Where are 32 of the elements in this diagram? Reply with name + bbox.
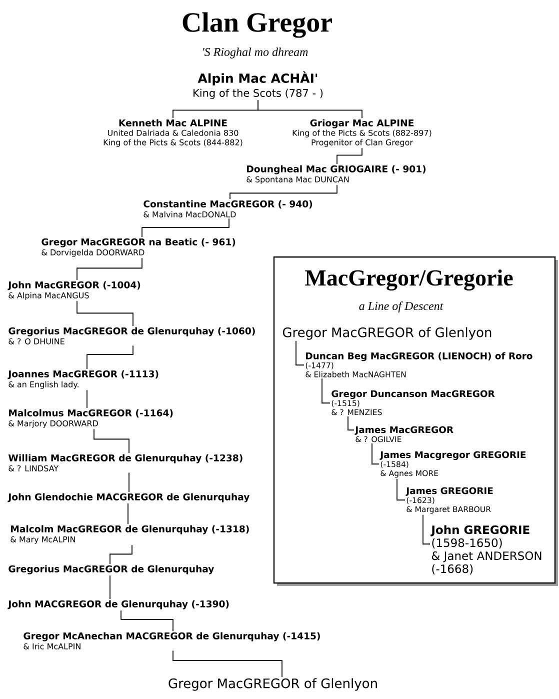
connector-line (94, 428, 130, 454)
person-entry: John MACGREGOR de Glenurquhay (-1390) (8, 600, 229, 610)
person-entry: William MacGREGOR de Glenurquhay (-1238) & ? LINDSAY (8, 454, 242, 472)
person-entry: Malcolmus MacGREGOR (-1164) & Marjory DOORWARD (8, 409, 173, 428)
person-entry: Gregor McAnechan MACGREGOR de Glenurquhay (-1415) & Iric McALPIN (24, 632, 320, 650)
connector-line (86, 345, 134, 370)
person-entry: Joannes MacGREGOR (-1113) & an English lady. (8, 370, 158, 389)
connector-line (110, 544, 132, 564)
connector-line (76, 258, 142, 280)
person-entry: Alpin Mac ACHÀI' King of the Scots (787 - ) (194, 71, 323, 99)
title: Clan Gregor (182, 12, 332, 38)
connector-line (120, 610, 174, 632)
connector-line (128, 472, 130, 492)
person-entry: John Glendochie MACGREGOR de Glenurquhay (8, 493, 250, 502)
person-entry: Gregor MacGREGOR of Glenlyon (168, 678, 377, 691)
motto: 'S Rioghal mo dhream (203, 48, 308, 58)
connector-line (172, 650, 282, 678)
connector-line (230, 184, 338, 200)
person-entry: Constantine MacGREGOR (- 940) & Malvina MacDONALD (144, 200, 312, 218)
connector-line (336, 148, 362, 164)
connector-line (258, 100, 362, 118)
person-entry: John MacGREGOR (-1004) & Alpina MacANGUS (8, 281, 140, 300)
person-entry: Doungheal Mac GRIOGAIRE (- 901) & Spontana Mac DUNCAN (246, 165, 426, 184)
connector-line (86, 390, 88, 408)
person-entry: Gregor MacGREGOR na Beatic (- 961) & Dorvigelda DOORWARD (42, 238, 236, 257)
person-entry: Gregorius MacGREGOR de Glenurquhay (8, 565, 214, 574)
connector-line (142, 218, 230, 238)
person-entry: Gregorius MacGREGOR de Glenurquhay (-1060) & ? O DHUINE (8, 327, 255, 344)
connector-line (76, 300, 134, 326)
person-entry: Kenneth Mac ALPINE United Dalriada & Caledonia 830 King of the Picts & Scots (844-882) (104, 119, 242, 147)
person-entry: Griogar Mac ALPINE King of the Picts & Scots (882-897) Progenitor of Clan Gregor (292, 119, 432, 147)
person-entry: Malcolm MacGREGOR de Glenurquhay (-1318) & Mary McALPIN (10, 525, 249, 544)
